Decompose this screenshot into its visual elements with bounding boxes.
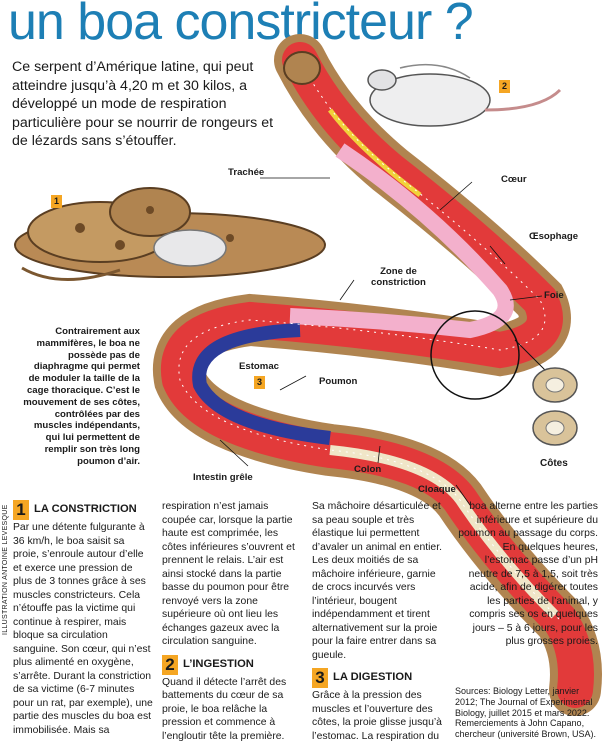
badge-2: 2 bbox=[499, 80, 510, 93]
badge-1: 1 bbox=[51, 195, 62, 208]
leader-lines bbox=[219, 177, 543, 506]
rib-cross-sections bbox=[532, 367, 578, 446]
label-estomac: Estomac bbox=[239, 361, 279, 372]
section-3-title: LA DIGESTION bbox=[333, 671, 413, 684]
label-coeur: Cœur bbox=[501, 174, 527, 185]
label-foie: Foie bbox=[544, 290, 564, 301]
column-1: 1 LA CONSTRICTION Par une détente fulgur… bbox=[13, 500, 153, 737]
section-1-continued: respiration n’est jamais coupée car, lor… bbox=[162, 501, 295, 647]
label-intestin-grele: Intestin grêle bbox=[193, 472, 253, 483]
label-zone-constriction: Zone de constriction bbox=[371, 266, 426, 288]
label-cotes: Côtes bbox=[540, 458, 568, 469]
section-3-text: Grâce à la pression des muscles et l’ouv… bbox=[312, 690, 442, 742]
trachea bbox=[328, 108, 422, 197]
illustration-credit: ILLUSTRATION ANTOINE LEVESQUE bbox=[2, 504, 9, 635]
section-3-header: 3 LA DIGESTION bbox=[312, 668, 450, 688]
section-2-continued: Sa mâchoire désarticulée et sa peau soup… bbox=[312, 501, 442, 661]
section-1-number: 1 bbox=[13, 500, 29, 520]
label-oesophage: Œsophage bbox=[529, 231, 579, 242]
constriction-zone bbox=[289, 143, 514, 339]
sources-note: Sources: Biology Letter, janvier 2012; T… bbox=[455, 686, 597, 740]
column-4: boa alterne entre les parties inférieure… bbox=[458, 500, 598, 649]
label-cloaque: Cloaque bbox=[418, 484, 456, 495]
rat-prey bbox=[153, 229, 227, 267]
section-1-title: LA CONSTRICTION bbox=[34, 503, 137, 516]
label-colon: Colon bbox=[354, 464, 382, 475]
section-2-header: 2 L’INGESTION bbox=[162, 654, 304, 675]
lung bbox=[192, 323, 331, 445]
snake-head bbox=[283, 51, 321, 85]
zoom-circle bbox=[430, 310, 520, 400]
column-3: Sa mâchoire désarticulée et sa peau soup… bbox=[312, 500, 450, 743]
column-2: respiration n’est jamais coupée car, lor… bbox=[162, 500, 304, 743]
section-1-text: Par une détente fulgurante à 36 km/h, le… bbox=[13, 522, 153, 736]
coiled-boa-scene bbox=[14, 187, 326, 282]
label-poumon: Poumon bbox=[319, 376, 358, 387]
badge-3: 3 bbox=[254, 376, 265, 389]
label-zone-line1: Zone de bbox=[380, 266, 417, 277]
section-2-number: 2 bbox=[162, 654, 178, 675]
rat-illustration bbox=[367, 63, 562, 127]
section-3-number: 3 bbox=[312, 668, 328, 688]
section-1-header: 1 LA CONSTRICTION bbox=[13, 500, 153, 520]
page-title: un boa constricteur ? bbox=[8, 0, 474, 51]
section-3-continued: boa alterne entre les parties inférieure… bbox=[458, 501, 598, 647]
label-zone-line2: constriction bbox=[371, 277, 426, 288]
intro-text: Ce serpent d’Amérique latine, qui peut a… bbox=[12, 59, 274, 150]
label-trachee: Trachée bbox=[228, 167, 265, 178]
boa-body bbox=[152, 34, 602, 716]
section-2-title: L’INGESTION bbox=[183, 657, 254, 670]
section-2-text: Quand il détecte l’arrêt des battements … bbox=[162, 676, 287, 742]
diaphragm-note: Contrairement aux mammifères, le boa ne … bbox=[23, 326, 140, 467]
